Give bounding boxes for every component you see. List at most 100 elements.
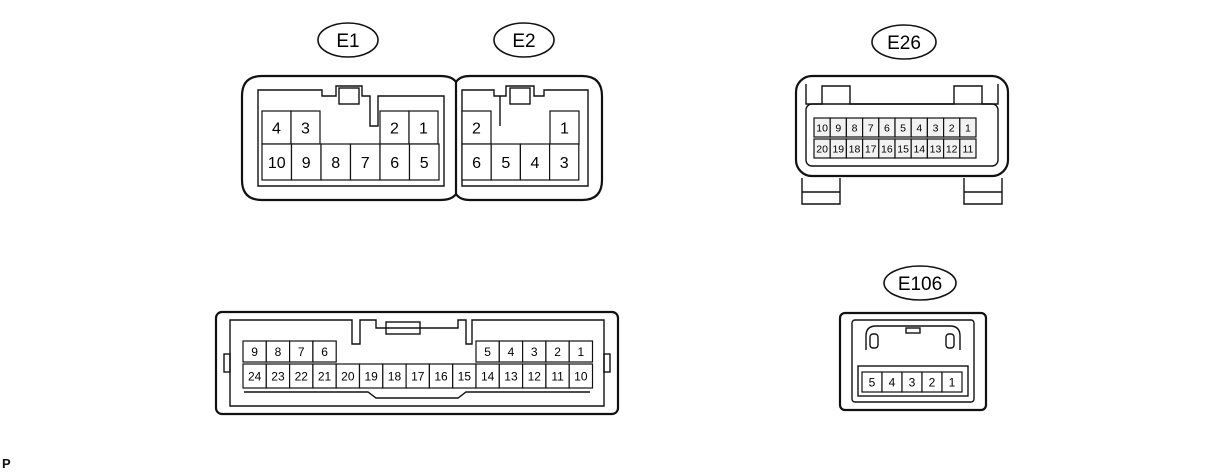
e2-pin-1: 1 [560, 120, 569, 137]
e1-cavity [408, 143, 440, 181]
e1-pin-1: 1 [419, 120, 428, 137]
c24-cavity [568, 340, 594, 363]
e1-housing [240, 74, 458, 202]
e2-cavity [461, 143, 492, 181]
e1-pin-9: 9 [302, 155, 311, 172]
e1-pin-5: 5 [420, 155, 429, 172]
c24-pin-17: 17 [411, 369, 425, 383]
c24-pin-19: 19 [364, 369, 378, 383]
e26-pin-2: 2 [949, 122, 955, 134]
e106-housing [838, 311, 988, 412]
e26-housing [794, 74, 1010, 178]
e2-lock-tab [509, 87, 531, 105]
e106-guide-right [945, 333, 955, 349]
e2-pin-5: 5 [501, 155, 510, 172]
e26-pin-19: 19 [832, 143, 844, 155]
connector-e106-label-text: E106 [898, 274, 942, 295]
e26-pin-4: 4 [916, 122, 922, 134]
e26-pin-8: 8 [852, 122, 858, 134]
e26-pin-12: 12 [946, 143, 958, 155]
e1-pin-10: 10 [268, 155, 286, 172]
e106-guide-left [869, 333, 879, 349]
c24-pin-11: 11 [551, 369, 564, 383]
c24-pin-14: 14 [481, 369, 495, 383]
e106-pin-4: 4 [889, 375, 896, 389]
c24-pin-3: 3 [531, 345, 538, 359]
c24-pin-10: 10 [574, 369, 588, 383]
e26-pin-6: 6 [884, 122, 890, 134]
connector-e2-label: E2 [493, 22, 555, 58]
e26-pin-3: 3 [933, 122, 939, 134]
e26-foot-left [801, 178, 841, 205]
connector-e26-label-oval [871, 24, 937, 60]
e106-pin-2: 2 [929, 375, 936, 389]
e26-top-keys [805, 84, 999, 105]
e2-cavity [490, 143, 522, 181]
c24-cavity [312, 340, 337, 363]
e26-pin-5: 5 [900, 122, 906, 134]
c24-lock-tab [385, 321, 421, 335]
c24-side-left [223, 353, 231, 373]
e106-pin-1: 1 [949, 375, 956, 389]
e106-latch [905, 327, 921, 334]
c24-pin-23: 23 [271, 369, 285, 383]
e1-pin-4: 4 [272, 120, 281, 137]
e106-pin-block [857, 365, 969, 397]
c24-pin-16: 16 [434, 369, 448, 383]
c24-pin-20: 20 [341, 369, 355, 383]
connector-e106-label: E106 [883, 265, 957, 301]
c24-pin-4: 4 [508, 345, 515, 359]
c24-pin-24: 24 [248, 369, 262, 383]
e2-pin-2: 2 [472, 120, 481, 137]
c24-pin-7: 7 [298, 345, 305, 359]
e26-pin-14: 14 [913, 143, 925, 155]
e26-pin-10: 10 [816, 122, 828, 134]
e2-cavity [519, 143, 551, 181]
e26-pin-11: 11 [962, 143, 973, 155]
connector-e1-label-text: E1 [336, 31, 359, 52]
e1-pin-3: 3 [301, 120, 310, 137]
e106-cavity [941, 371, 963, 393]
connector-e1-label-oval [317, 22, 379, 58]
c24-cavity [568, 363, 594, 389]
e26-inner-frame [805, 103, 999, 167]
e26-foot-right [963, 178, 1003, 205]
e26-cavity [959, 138, 977, 159]
e26-pin-7: 7 [868, 122, 874, 134]
c24-pin-21: 21 [318, 369, 332, 383]
e26-pin-15: 15 [897, 143, 909, 155]
c24-pin-22: 22 [295, 369, 309, 383]
e1-cavity [408, 110, 439, 145]
e26-pin-20: 20 [816, 143, 828, 155]
c24-pin-15: 15 [458, 369, 472, 383]
connector-e106-label-oval [883, 265, 957, 301]
e2-pin-6: 6 [472, 155, 481, 172]
connector-e2-label-text: E2 [512, 31, 535, 52]
c24-pin-18: 18 [388, 369, 402, 383]
c24-inner-frame [229, 319, 605, 407]
e106-pin-3: 3 [909, 375, 916, 389]
e26-cavity [959, 117, 977, 138]
e106-shroud [865, 325, 961, 350]
e1-pin-2: 2 [390, 120, 399, 137]
e2-pin-3: 3 [560, 155, 569, 172]
e2-pin-4: 4 [531, 155, 540, 172]
c24-pin-5: 5 [484, 345, 491, 359]
e1-cavity [379, 143, 411, 181]
connector-e1-label: E1 [317, 22, 379, 58]
c24-pin-2: 2 [554, 345, 561, 359]
e2-cavity [548, 143, 580, 181]
c24-pin-8: 8 [275, 345, 282, 359]
e1-inner-frame [257, 85, 445, 187]
e26-pin-9: 9 [835, 122, 841, 134]
e1-cavity [290, 110, 321, 145]
e1-cavity [349, 143, 381, 181]
c24-side-right [603, 353, 611, 373]
c24-pin-6: 6 [321, 345, 328, 359]
c24-pin-13: 13 [504, 369, 518, 383]
connector-e26-label-text: E26 [887, 33, 921, 54]
e2-inner-frame [461, 85, 589, 187]
e1-cavity [379, 110, 410, 145]
